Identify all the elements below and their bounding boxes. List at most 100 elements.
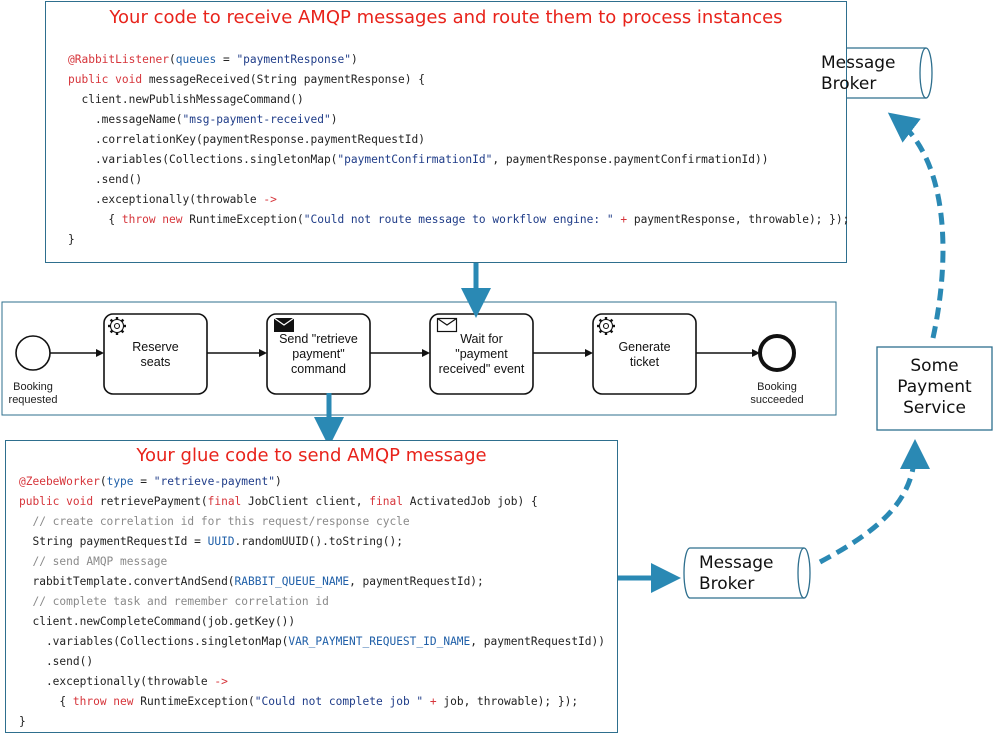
code-token: final	[207, 495, 242, 508]
envelope-outline-icon	[436, 317, 458, 333]
code-token: +	[423, 695, 444, 708]
code-token: retrievePayment(	[93, 495, 208, 508]
payment-service-box	[876, 346, 993, 431]
code-token: JobClient client,	[241, 495, 370, 508]
code-token: .send()	[19, 655, 94, 668]
code-token: , paymentRequestId))	[470, 635, 605, 648]
code-token: VAR_PAYMENT_REQUEST_ID_NAME	[288, 635, 471, 648]
gear-icon	[597, 317, 615, 335]
code-line: .correlationKey(paymentResponse.paymentR…	[68, 130, 849, 150]
code-line: // create correlation id for this reques…	[19, 512, 605, 532]
code-token: )	[350, 53, 358, 66]
code-token: , paymentResponse.paymentConfirmationId)…	[492, 153, 769, 166]
code-token: .send()	[68, 173, 143, 186]
code-line: .send()	[19, 652, 605, 672]
task-send-retrieve-payment	[266, 313, 371, 395]
code-line: .messageName("msg-payment-received")	[68, 110, 849, 130]
code-token: job, throwable); });	[443, 695, 579, 708]
code-token: =	[133, 475, 154, 488]
code-line: .send()	[68, 170, 849, 190]
code-token: +	[613, 213, 634, 226]
task-label-reserve-seats: Reserve seats	[132, 340, 179, 369]
start-event	[15, 335, 51, 371]
code-token: rabbitTemplate.convertAndSend(	[19, 575, 235, 588]
code-token: RABBIT_QUEUE_NAME	[234, 575, 350, 588]
receive-code-listing: @RabbitListener(queues = "paymentRespons…	[68, 50, 849, 250]
code-line: { throw new RuntimeException("Could not …	[68, 210, 849, 230]
message-broker-bottom-label: Message Broker	[699, 553, 774, 594]
code-token: "msg-payment-received"	[182, 113, 331, 126]
task-reserve-seats	[103, 313, 208, 395]
payment-service-label: Some Payment Service	[897, 356, 972, 418]
code-token: )	[275, 475, 282, 488]
code-token: throw new	[72, 695, 134, 708]
code-line: .exceptionally(throwable ->	[68, 190, 849, 210]
code-token: queues	[175, 53, 217, 66]
code-token: RuntimeException(	[182, 213, 304, 226]
code-line: // complete task and remember correlatio…	[19, 592, 605, 612]
end-event-label: Booking succeeded	[750, 381, 804, 406]
code-line: String paymentRequestId = UUID.randomUUI…	[19, 532, 605, 552]
code-line: { throw new RuntimeException("Could not …	[19, 692, 605, 712]
code-token: "paymentResponse"	[236, 53, 351, 66]
code-line: .variables(Collections.singletonMap(VAR_…	[19, 632, 605, 652]
code-token: client.newCompleteCommand(job.getKey())	[19, 615, 296, 628]
code-line: rabbitTemplate.convertAndSend(RABBIT_QUE…	[19, 572, 605, 592]
start-event-label: Booking requested	[8, 381, 58, 406]
code-token: , paymentRequestId);	[349, 575, 484, 588]
glue-code-listing: @ZeebeWorker(type = "retrieve-payment")p…	[19, 472, 605, 732]
code-token: // send AMQP message	[19, 555, 168, 568]
receive-code-panel: Your code to receive AMQP messages and r…	[45, 1, 849, 263]
code-token: "Could not complete job "	[254, 695, 424, 708]
code-token: @ZeebeWorker	[19, 475, 100, 488]
code-token: "Could not route message to workflow eng…	[303, 213, 614, 226]
code-line: // send AMQP message	[19, 552, 605, 572]
code-token: paymentResponse, throwable); });	[633, 213, 850, 226]
code-token: type	[106, 475, 134, 488]
glue-code-title: Your glue code to send AMQP message	[136, 445, 487, 466]
code-token: ->	[214, 675, 228, 688]
code-token: messageReceived(String paymentResponse) …	[142, 73, 425, 86]
end-event	[758, 334, 796, 372]
code-token: .exceptionally(throwable	[19, 675, 215, 688]
code-line: client.newPublishMessageCommand()	[68, 90, 849, 110]
code-token: public void	[19, 495, 94, 508]
code-line: public void messageReceived(String payme…	[68, 70, 849, 90]
code-token: }	[68, 233, 75, 246]
code-token: String paymentRequestId =	[19, 535, 208, 548]
code-token: .randomUUID().toString();	[234, 535, 403, 548]
code-token: // complete task and remember correlatio…	[19, 595, 329, 608]
code-token: .correlationKey(paymentResponse.paymentR…	[68, 133, 425, 146]
code-token: final	[369, 495, 403, 508]
code-line: @RabbitListener(queues = "paymentRespons…	[68, 50, 849, 70]
task-label-wait-payment-received: Wait for "payment received" event	[438, 332, 525, 376]
code-line: .variables(Collections.singletonMap("pay…	[68, 150, 849, 170]
code-line: public void retrievePayment(final JobCli…	[19, 492, 605, 512]
code-token: (	[169, 53, 176, 66]
code-line: client.newCompleteCommand(job.getKey())	[19, 612, 605, 632]
code-token: // create correlation id for this reques…	[19, 515, 410, 528]
arrow-payment-service-to-broker	[887, 112, 946, 339]
message-broker-top-label: Message Broker	[821, 53, 896, 94]
code-token: =	[216, 53, 237, 66]
code-token: "retrieve-payment"	[153, 475, 275, 488]
arrow-broker-to-payment-service	[818, 439, 930, 565]
code-line: .exceptionally(throwable ->	[19, 672, 605, 692]
code-token: public void	[68, 73, 143, 86]
code-token: UUID	[207, 535, 235, 548]
gear-icon	[108, 317, 126, 335]
code-token: {	[68, 213, 122, 226]
code-token: )	[330, 113, 338, 126]
code-token: throw new	[121, 213, 183, 226]
code-token: ActivatedJob job) {	[402, 495, 538, 508]
code-token: .variables(Collections.singletonMap(	[68, 153, 338, 166]
code-token: .exceptionally(throwable	[68, 193, 264, 206]
code-token: client.newPublishMessageCommand()	[68, 93, 304, 106]
task-label-generate-ticket: Generate ticket	[618, 340, 671, 369]
code-token: RuntimeException(	[133, 695, 255, 708]
code-token: .messageName(	[68, 113, 183, 126]
code-token: .variables(Collections.singletonMap(	[19, 635, 289, 648]
code-token: @RabbitListener	[68, 53, 170, 66]
code-token: "paymentConfirmationId"	[337, 153, 493, 166]
